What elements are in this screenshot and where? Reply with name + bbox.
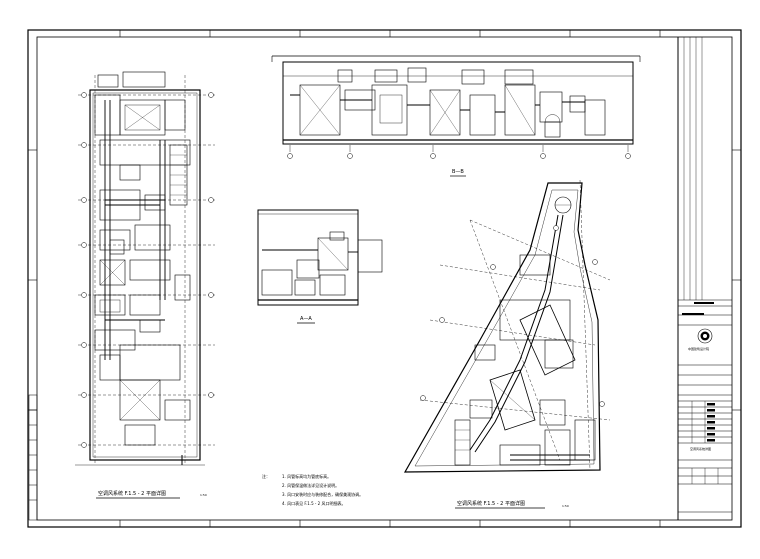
section-bb-caption: B—B [452, 169, 464, 175]
notes-item-2: 2. 风管保温做法详见设计说明。 [282, 482, 339, 488]
notes-block: 注： 1. 风管标高均为管底标高。 2. 风管保温做法详见设计说明。 3. 风口… [262, 473, 363, 506]
title-block-stamps [682, 302, 715, 442]
plan-left [75, 71, 215, 466]
company-name: 中国建筑设计院 [688, 346, 709, 351]
section-bb-axis-bubbles [287, 153, 631, 159]
plan-right-axis-bubbles [420, 225, 605, 407]
drawing-title: 空调风系统详图 [690, 446, 711, 451]
notes-item-3: 3. 风口安装时应与装修配合，确保美观协调。 [282, 491, 363, 497]
plan-left-axis-bubbles [81, 92, 214, 448]
notes-item-1: 1. 风管标高均为管底标高。 [282, 473, 331, 479]
section-aa-caption: A—A [300, 316, 312, 322]
sheet-border [27, 29, 742, 528]
section-bb [271, 55, 641, 152]
revision-table [28, 394, 38, 521]
plan-left-scale: 1:50 [200, 493, 207, 497]
company-seal-icon [697, 328, 713, 344]
plan-right-caption: 空调风系统 F.1.5 - 2 平面详图 [457, 500, 525, 507]
notes-heading: 注： [262, 473, 270, 479]
plan-right [403, 179, 611, 473]
section-aa [257, 209, 383, 306]
border-ticks [28, 30, 741, 527]
plan-left-caption: 空调风系统 F.1.5 - 2 平面详图 [98, 490, 166, 497]
notes-item-4: 4. 风口表见 F.1.5 - 2 风口明细表。 [282, 500, 345, 506]
plan-right-scale: 1:50 [562, 504, 569, 508]
